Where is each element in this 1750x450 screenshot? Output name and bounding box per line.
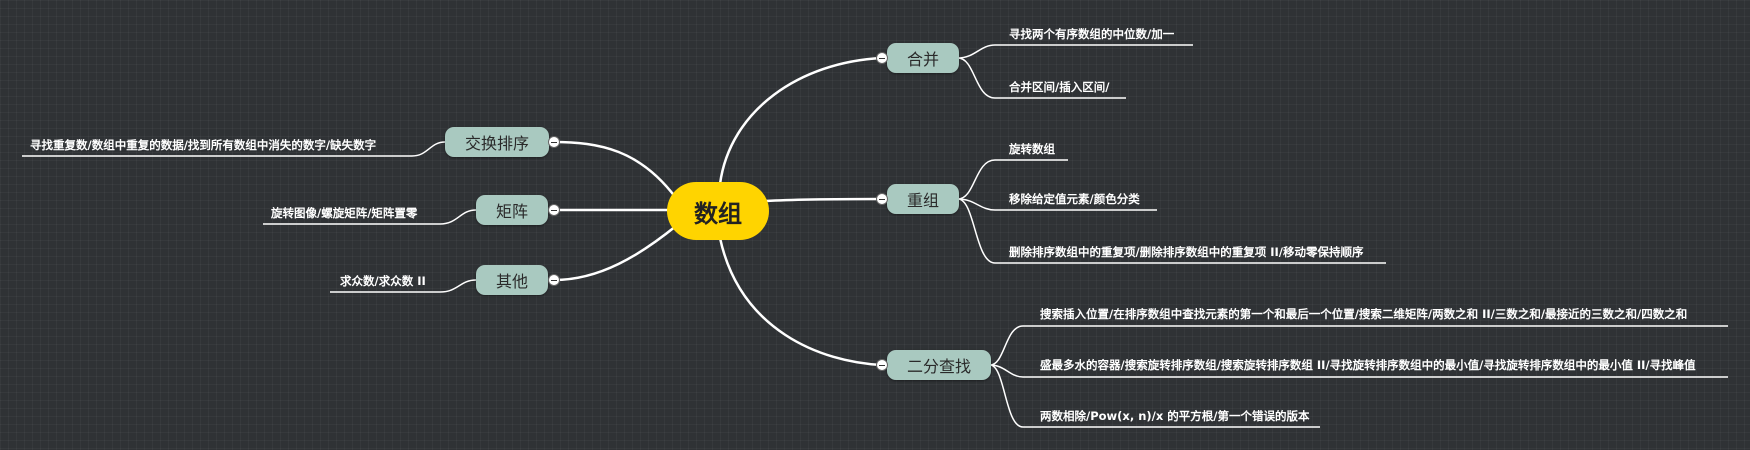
line-reorg-child-1 xyxy=(957,159,1068,200)
link-root-reorg xyxy=(765,197,883,203)
topic-swap-sort-label: 交换排序 xyxy=(464,134,529,153)
topic-swap-sort[interactable]: 交换排序 xyxy=(445,127,549,157)
collapse-toggle-icon[interactable] xyxy=(876,193,888,205)
leaf-binary-1[interactable]: 搜索插入位置/在排序数组中查找元素的第一个和最后一个位置/搜索二维矩阵/两数之和… xyxy=(1040,307,1688,321)
leaf-reorg-1[interactable]: 旋转数组 xyxy=(1009,142,1055,156)
link-root-swap xyxy=(552,140,677,199)
leaf-merge-1[interactable]: 寻找两个有序数组的中位数/加一 xyxy=(1009,27,1175,41)
topic-other-label: 其他 xyxy=(495,272,528,291)
collapse-toggle-icon[interactable] xyxy=(876,52,888,64)
leaf-binary-2[interactable]: 盛最多水的容器/搜索旋转排序数组/搜索旋转排序数组 II/寻找旋转排序数组中的最… xyxy=(1040,358,1696,372)
collapse-toggle-icon[interactable] xyxy=(548,204,560,216)
line-reorg-child-3 xyxy=(957,198,1386,264)
topic-merge[interactable]: 合并 xyxy=(887,43,959,73)
leaf-matrix-1[interactable]: 旋转图像/螺旋矩阵/矩阵置零 xyxy=(271,206,418,220)
collapse-toggle-icon[interactable] xyxy=(548,274,560,286)
collapse-toggle-icon[interactable] xyxy=(548,136,560,148)
line-reorg-child-2 xyxy=(957,198,1157,211)
collapse-toggle-icon[interactable] xyxy=(876,359,888,371)
link-root-other xyxy=(553,225,677,282)
topic-matrix[interactable]: 矩阵 xyxy=(476,195,548,225)
line-merge-child-1 xyxy=(957,44,1193,59)
root-label: 数组 xyxy=(694,199,742,228)
line-swap-child-1 xyxy=(22,141,446,157)
link-root-binary xyxy=(718,237,883,367)
leaf-reorg-2[interactable]: 移除给定值元素/颜色分类 xyxy=(1009,192,1140,206)
line-other-child-1 xyxy=(330,279,477,293)
topic-other[interactable]: 其他 xyxy=(476,265,548,295)
topic-binary-search[interactable]: 二分查找 xyxy=(887,350,991,380)
topic-reorg[interactable]: 重组 xyxy=(887,184,959,214)
line-matrix-child-1 xyxy=(263,209,477,225)
leaf-reorg-3[interactable]: 删除排序数组中的重复项/删除排序数组中的重复项 II/移动零保持顺序 xyxy=(1009,245,1364,259)
line-binary-child-2 xyxy=(989,364,1728,378)
line-binary-child-1 xyxy=(989,325,1728,366)
link-root-merge xyxy=(718,56,883,185)
topic-reorg-label: 重组 xyxy=(906,191,939,210)
root-topic[interactable]: 数组 xyxy=(667,182,769,240)
leaf-binary-3[interactable]: 两数相除/Pow(x, n)/x 的平方根/第一个错误的版本 xyxy=(1040,409,1310,423)
topic-matrix-label: 矩阵 xyxy=(495,202,528,221)
leaf-merge-2[interactable]: 合并区间/插入区间/ xyxy=(1009,80,1110,94)
leaf-swap-1[interactable]: 寻找重复数/数组中重复的数据/找到所有数组中消失的数字/缺失数字 xyxy=(30,138,377,152)
line-merge-child-2 xyxy=(957,57,1126,99)
topic-binary-search-label: 二分查找 xyxy=(906,357,971,376)
topic-merge-label: 合并 xyxy=(906,50,939,69)
line-binary-child-3 xyxy=(989,364,1320,428)
leaf-other-1[interactable]: 求众数/求众数 II xyxy=(340,274,426,288)
